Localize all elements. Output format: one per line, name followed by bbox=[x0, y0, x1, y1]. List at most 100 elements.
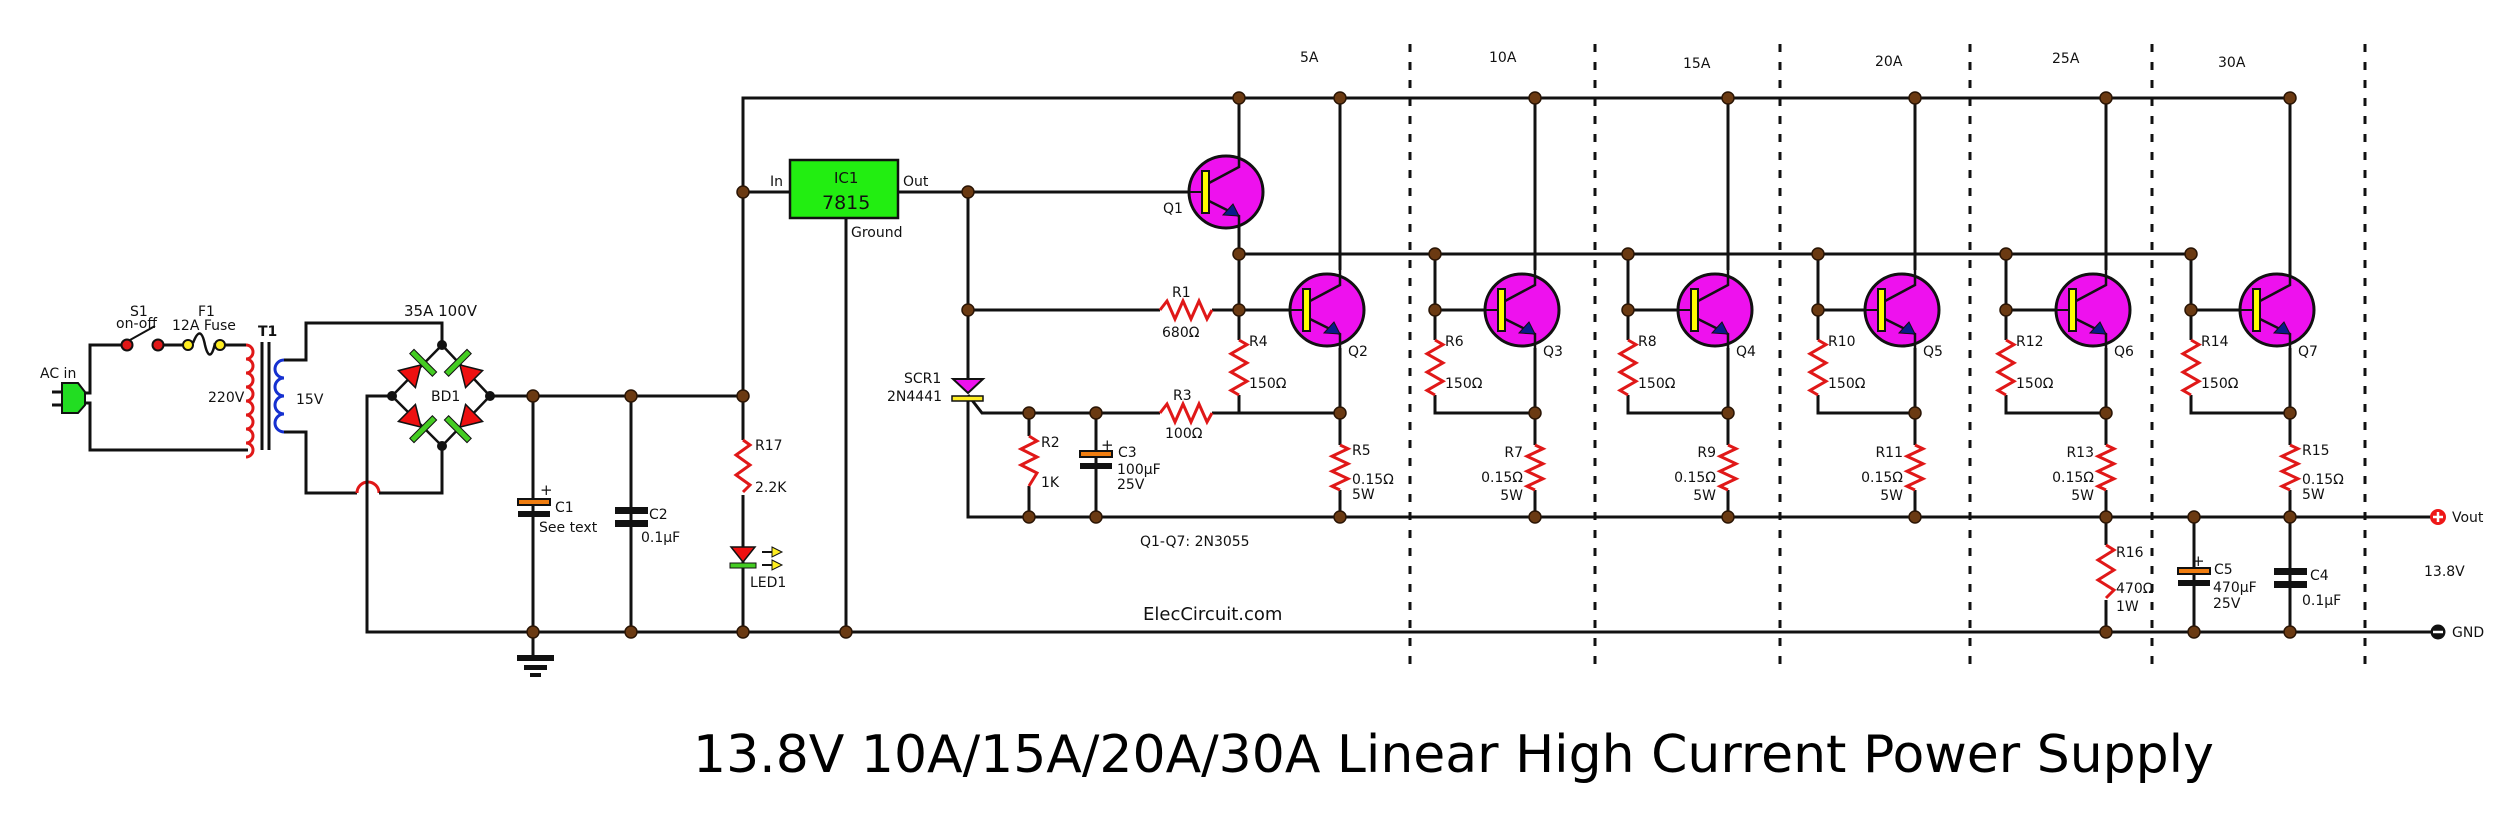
secondary-coil bbox=[273, 358, 285, 434]
junction-node bbox=[2099, 406, 2113, 420]
led-led1 bbox=[729, 546, 784, 571]
resistor-r5 bbox=[1328, 443, 1352, 492]
wire-base-return bbox=[1626, 395, 1728, 415]
junction-node bbox=[1999, 303, 2013, 317]
junction-node bbox=[1333, 510, 1347, 524]
resistor-r3 bbox=[1158, 400, 1214, 426]
c3-polarity: + bbox=[1101, 436, 1114, 454]
ic1-pin-gnd: Ground bbox=[851, 225, 903, 241]
emitter-res-value: 0.15Ω bbox=[1861, 470, 1903, 486]
base-res-value: 150Ω bbox=[1638, 376, 1676, 392]
r17-ref: R17 bbox=[755, 438, 783, 454]
base-res-ref: R12 bbox=[2016, 334, 2044, 350]
t1-primary: 220V bbox=[208, 390, 245, 406]
emitter-arrow-icon bbox=[2272, 321, 2291, 335]
junction-node bbox=[1428, 303, 1442, 317]
transistor-ref: Q7 bbox=[2298, 344, 2318, 360]
resistor-r11 bbox=[1903, 443, 1927, 492]
stage-current-label: 5A bbox=[1300, 50, 1319, 66]
bd1-ref: BD1 bbox=[431, 389, 460, 405]
capacitor-c3 bbox=[1079, 450, 1113, 469]
stage-wires bbox=[1239, 98, 2292, 517]
emitter-res-ref: R5 bbox=[1352, 443, 1371, 459]
junction-node bbox=[1721, 406, 1735, 420]
scr1-thyristor bbox=[950, 378, 986, 402]
junction-node bbox=[961, 303, 975, 317]
junction-node bbox=[1428, 247, 1442, 261]
bridge-rectifier-bd1 bbox=[387, 340, 495, 451]
junction-node bbox=[526, 389, 540, 403]
collector-lead bbox=[2075, 270, 2108, 303]
junction-node bbox=[1908, 406, 1922, 420]
resistor-r2 bbox=[1017, 434, 1041, 487]
junction-node bbox=[839, 625, 853, 639]
emitter-res-power: 5W bbox=[2302, 487, 2325, 503]
r16-power: 1W bbox=[2116, 599, 2139, 615]
c5-ref: C5 bbox=[2214, 562, 2233, 578]
junction-node bbox=[1528, 91, 1542, 105]
r3-ref: R3 bbox=[1173, 388, 1192, 404]
emitter-res-value: 0.15Ω bbox=[1674, 470, 1716, 486]
junction-node bbox=[1999, 247, 2013, 261]
scr1-part: 2N4441 bbox=[887, 389, 942, 405]
resistor-r9 bbox=[1716, 443, 1740, 492]
vout-terminal[interactable] bbox=[2430, 509, 2446, 525]
junction-node bbox=[1333, 91, 1347, 105]
wire-base-return bbox=[2189, 395, 2290, 415]
c3-value: 100µF bbox=[1117, 462, 1161, 478]
stage-current-label: 20A bbox=[1875, 54, 1903, 70]
emitter-res-value: 0.15Ω bbox=[1352, 472, 1394, 488]
led1-ref: LED1 bbox=[750, 575, 786, 591]
switch-s1[interactable] bbox=[120, 325, 165, 352]
s1-value: on-off bbox=[116, 316, 157, 332]
resistor-r15 bbox=[2278, 443, 2302, 492]
gnd-label: GND bbox=[2452, 625, 2484, 641]
base-res-value: 150Ω bbox=[2016, 376, 2054, 392]
junction-node bbox=[1811, 247, 1825, 261]
junction-node bbox=[2099, 625, 2113, 639]
junction-node bbox=[961, 185, 975, 199]
transistor-q1 bbox=[1187, 152, 1265, 230]
gnd-terminal[interactable] bbox=[2430, 624, 2446, 640]
c1-value: See text bbox=[539, 520, 598, 536]
f1-value: 12A Fuse bbox=[172, 318, 236, 334]
junction-node bbox=[736, 625, 750, 639]
junction-node bbox=[2187, 510, 2201, 524]
scr1-ref: SCR1 bbox=[904, 371, 941, 387]
ic1-regulator bbox=[788, 158, 900, 220]
emitter-arrow-icon bbox=[1710, 321, 1729, 335]
capacitor-c5 bbox=[2177, 567, 2211, 586]
base-res-ref: R10 bbox=[1828, 334, 1856, 350]
emitter-res-ref: R9 bbox=[1697, 445, 1716, 461]
wire-ac-top bbox=[85, 343, 125, 395]
emitter-res-ref: R7 bbox=[1504, 445, 1523, 461]
ic1-ref: IC1 bbox=[834, 169, 858, 187]
emitter-res-value: 0.15Ω bbox=[2052, 470, 2094, 486]
junction-node bbox=[1089, 406, 1103, 420]
wire-scr-cathode bbox=[966, 400, 2440, 519]
output-stages: 5AQ2R4150ΩR50.15Ω5W10AQ3R6150ΩR70.15Ω5W1… bbox=[1227, 50, 2344, 504]
junction-node bbox=[2283, 91, 2297, 105]
collector-lead bbox=[2259, 270, 2292, 303]
emitter-res-power: 5W bbox=[1500, 488, 1523, 504]
c4-value: 0.1µF bbox=[2302, 593, 2341, 609]
base-res-ref: R8 bbox=[1638, 334, 1657, 350]
emitter-res-power: 5W bbox=[1880, 488, 1903, 504]
junction-node bbox=[1908, 91, 1922, 105]
wire-base-return bbox=[1433, 395, 1535, 415]
wire-sec-bottom bbox=[284, 430, 357, 495]
wire-scr-gate bbox=[966, 394, 1160, 415]
emitter-res-ref: R15 bbox=[2302, 443, 2330, 459]
base-bar bbox=[1690, 288, 1699, 332]
base-bar bbox=[2252, 288, 2261, 332]
r3-value: 100Ω bbox=[1165, 426, 1203, 442]
r1-ref: R1 bbox=[1172, 285, 1191, 301]
transformer-t1 bbox=[245, 342, 285, 459]
junction-node bbox=[624, 389, 638, 403]
capacitor-c2 bbox=[615, 507, 648, 527]
junction-node bbox=[2283, 406, 2297, 420]
